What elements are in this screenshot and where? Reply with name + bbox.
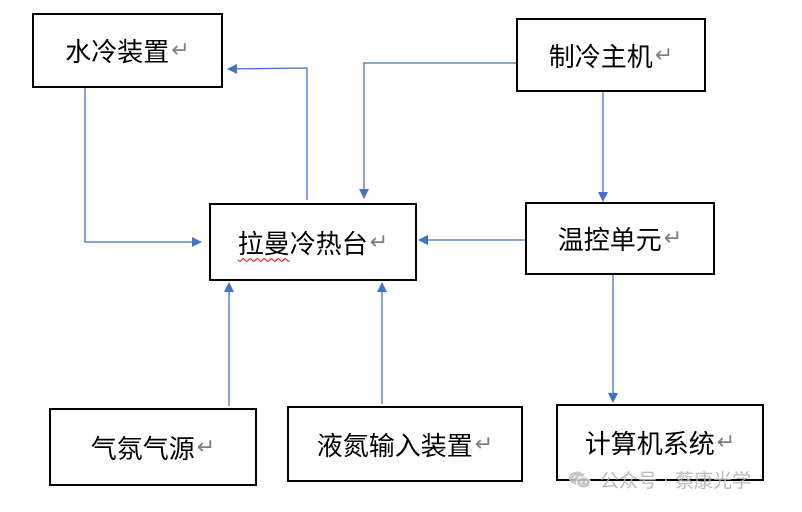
box-raman-stage: 拉曼冷热台↵ — [209, 203, 417, 281]
box-water-cooling-label: 水冷装置 — [65, 38, 170, 68]
box-refrigeration-host-label: 制冷主机 — [548, 42, 653, 73]
box-temp-control: 温控单元↵ — [525, 202, 715, 275]
watermark: 公众号 · 蔡康光学 — [568, 466, 751, 493]
return-mark: ↵ — [171, 38, 190, 63]
box-computer-system-label: 计算机系统 — [584, 430, 715, 460]
box-argon-source-label: 气氛气源 — [90, 434, 195, 465]
box-computer-system: 计算机系统↵ — [556, 404, 764, 481]
watermark-text: 公众号 · 蔡康光学 — [600, 470, 752, 492]
return-mark: ↵ — [716, 430, 736, 455]
box-liquid-nitrogen-label: 液氮输入装置 — [316, 431, 473, 462]
box-liquid-nitrogen: 液氮输入装置↵ — [287, 406, 523, 482]
wechat-icon — [569, 471, 591, 488]
arrow-water-cooling-to-stage — [84, 88, 202, 247]
return-mark: ↵ — [196, 434, 216, 460]
box-water-cooling: 水冷装置↵ — [32, 13, 223, 88]
return-mark: ↵ — [654, 42, 674, 68]
box-argon-source: 气氛气源↵ — [49, 408, 257, 486]
return-mark: ↵ — [474, 431, 494, 457]
return-mark: ↵ — [663, 226, 683, 251]
box-raman-stage-label-a: 拉曼 — [237, 229, 290, 260]
arrow-stage-to-water-cooling — [227, 63, 308, 200]
box-temp-control-label: 温控单元 — [557, 226, 662, 256]
box-raman-stage-label-b: 冷热台 — [289, 229, 368, 260]
return-mark: ↵ — [369, 229, 389, 255]
arrow-refrigeration-to-stage — [359, 62, 516, 199]
box-refrigeration-host: 制冷主机↵ — [516, 18, 706, 92]
